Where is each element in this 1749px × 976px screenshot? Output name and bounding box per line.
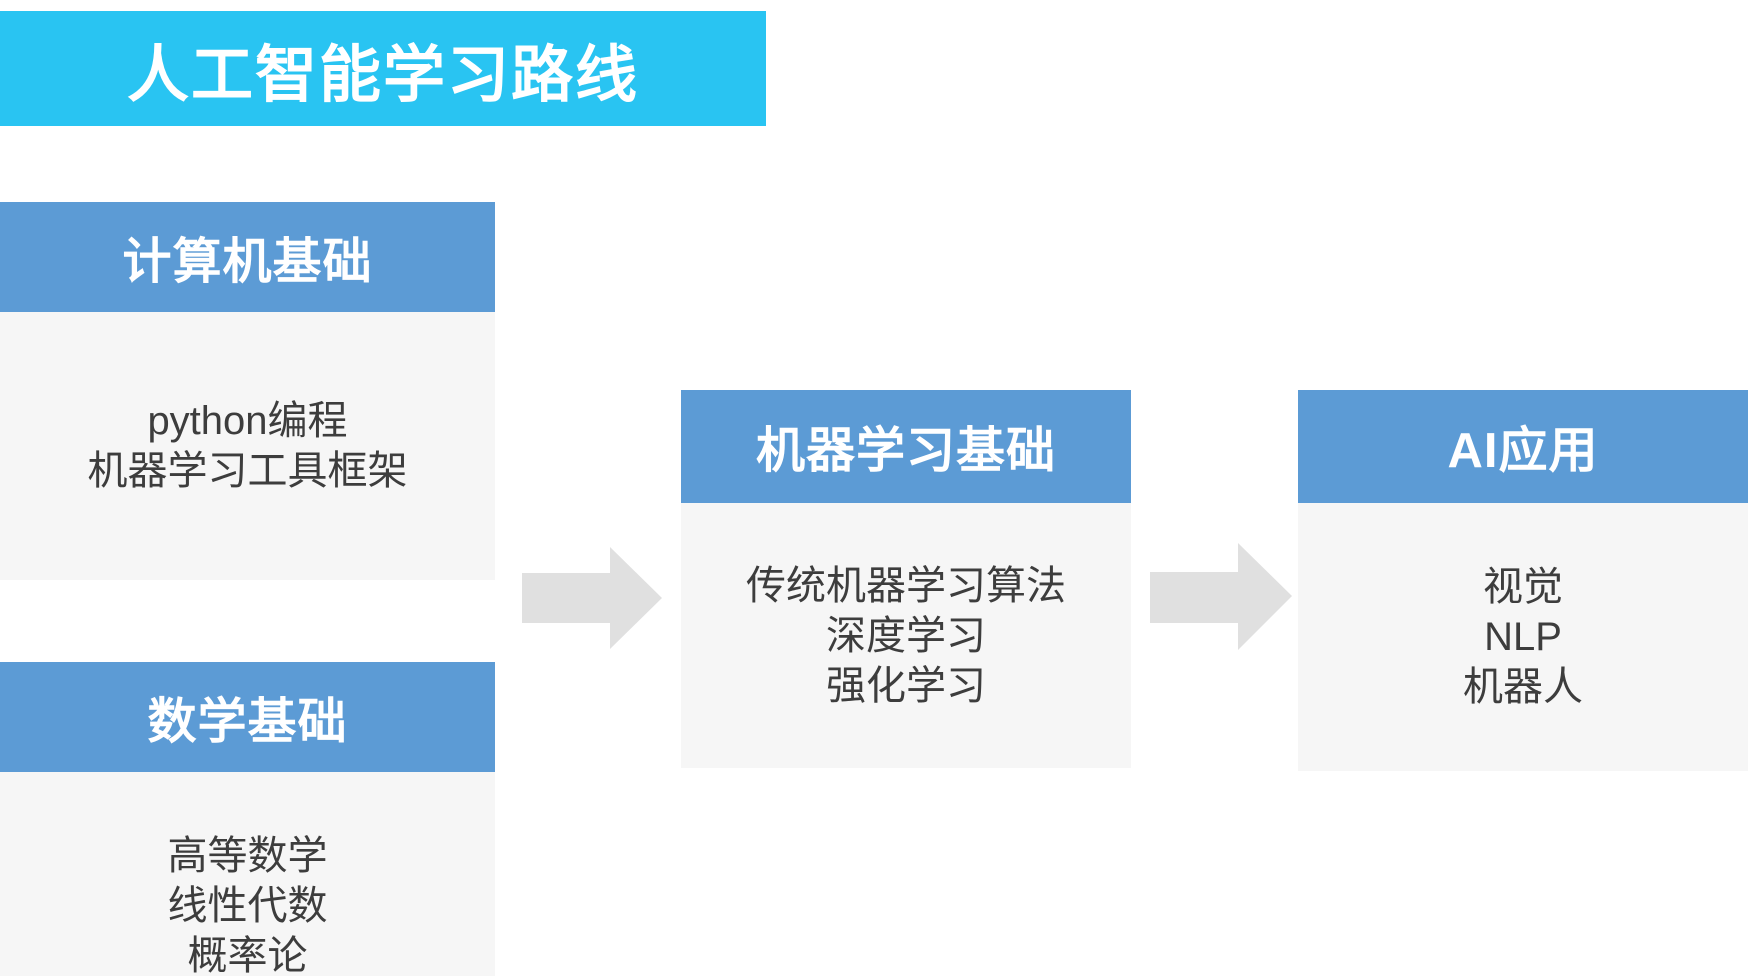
box-computer-basics: 计算机基础 python编程 机器学习工具框架 xyxy=(0,202,495,580)
flow-arrow-ml-to-ai xyxy=(1150,543,1292,650)
box-header-label: 数学基础 xyxy=(147,694,348,749)
box-item: 视觉 xyxy=(1483,565,1563,609)
box-item: 机器人 xyxy=(1463,665,1583,709)
box-math-basics-body: 高等数学 线性代数 概率论 xyxy=(0,772,495,976)
box-computer-basics-body: python编程 机器学习工具框架 xyxy=(0,312,495,580)
box-computer-basics-header: 计算机基础 xyxy=(0,202,495,312)
box-header-label: 计算机基础 xyxy=(122,234,373,289)
box-item: 深度学习 xyxy=(826,613,986,658)
box-math-basics-header: 数学基础 xyxy=(0,662,495,772)
box-ml-basics-header: 机器学习基础 xyxy=(681,390,1131,503)
box-item: 概率论 xyxy=(187,934,308,976)
page-title: 人工智能学习路线 xyxy=(0,11,766,126)
box-item: 线性代数 xyxy=(167,884,328,928)
box-item: 传统机器学习算法 xyxy=(746,563,1066,608)
box-math-basics: 数学基础 高等数学 线性代数 概率论 xyxy=(0,662,495,976)
box-item: 机器学习工具框架 xyxy=(87,449,408,493)
box-item: 强化学习 xyxy=(826,663,986,708)
box-ai-applications: AI应用 视觉 NLP 机器人 xyxy=(1298,390,1748,771)
box-item: NLP xyxy=(1484,615,1562,659)
arrow-right-icon xyxy=(1150,543,1292,650)
flow-arrow-left-to-ml xyxy=(522,547,662,649)
box-ai-applications-body: 视觉 NLP 机器人 xyxy=(1298,503,1748,771)
box-ml-basics-body: 传统机器学习算法 深度学习 强化学习 xyxy=(681,503,1131,768)
box-item: 高等数学 xyxy=(167,834,328,878)
page-title-text: 人工智能学习路线 xyxy=(126,40,639,110)
box-ml-basics: 机器学习基础 传统机器学习算法 深度学习 强化学习 xyxy=(681,390,1131,768)
box-header-label: 机器学习基础 xyxy=(755,424,1056,478)
box-header-label: AI应用 xyxy=(1447,424,1599,478)
arrow-right-icon xyxy=(522,547,662,649)
box-ai-applications-header: AI应用 xyxy=(1298,390,1748,503)
box-item: python编程 xyxy=(147,399,348,443)
